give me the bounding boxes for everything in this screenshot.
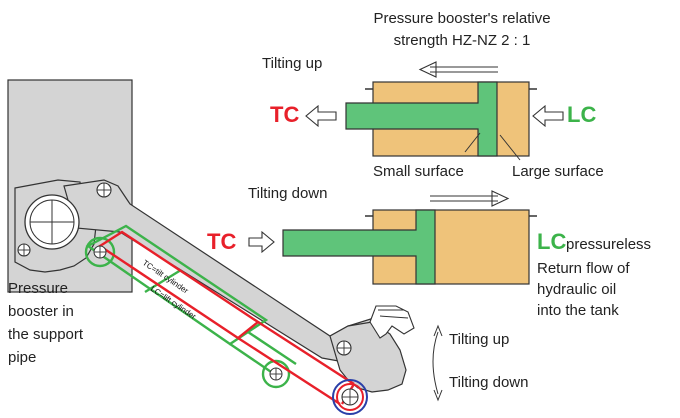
pin-arm-end xyxy=(336,340,352,356)
pin-top xyxy=(96,182,112,198)
upper-tc-arrow-icon xyxy=(305,104,337,128)
tilt-cylinder xyxy=(97,230,356,406)
large-surface-label: Large surface xyxy=(512,163,604,180)
return-flow-line-1: Return flow of xyxy=(537,260,630,277)
lower-lc-note: pressureless xyxy=(566,236,651,253)
large-surface-leader xyxy=(499,134,521,161)
lower-lc-label: LC xyxy=(537,229,566,254)
tilt-arc-arrow-icon xyxy=(432,324,443,402)
upper-tc-label: TC xyxy=(270,102,299,127)
upper-direction-arrow-icon xyxy=(418,61,498,78)
lower-direction-arrow-icon xyxy=(430,190,510,207)
upper-piston xyxy=(345,81,498,157)
lower-direction-label: Tilting down xyxy=(248,185,327,202)
bottom-pivot-ring xyxy=(332,379,368,415)
tilt-up-label: Tilting up xyxy=(449,331,509,348)
booster-line-3: the support xyxy=(8,326,84,343)
title-line-2: strength HZ-NZ 2 : 1 xyxy=(394,32,531,49)
pin-left xyxy=(17,243,31,257)
title-line-1: Pressure booster's relative xyxy=(373,10,550,27)
bottom-pivot-ring-red xyxy=(336,383,364,411)
tilt-down-label: Tilting down xyxy=(449,374,528,391)
upper-lc-arrow-icon xyxy=(532,104,564,128)
mid-pin xyxy=(269,367,283,381)
lc-cylinder-label: LC=lift cylinder xyxy=(149,284,198,321)
lower-tc-label: TC xyxy=(207,229,236,254)
small-surface-label: Small surface xyxy=(373,163,464,180)
hook-line-2 xyxy=(379,315,409,319)
small-surface-leader xyxy=(464,132,481,153)
booster-line-4: pipe xyxy=(8,349,36,366)
lower-piston xyxy=(282,209,436,285)
return-flow-line-3: into the tank xyxy=(537,302,619,319)
upper-lc-label: LC xyxy=(567,102,596,127)
return-flow-line-2: hydraulic oil xyxy=(537,281,616,298)
low-pin xyxy=(93,245,107,259)
upper-direction-label: Tilting up xyxy=(262,55,322,72)
attachment-hook xyxy=(369,305,415,339)
bottom-pivot-pin xyxy=(341,388,359,406)
booster-line-2: booster in xyxy=(8,303,74,320)
booster-line-1: Pressure xyxy=(8,280,68,297)
lower-tc-arrow-icon xyxy=(248,230,275,254)
